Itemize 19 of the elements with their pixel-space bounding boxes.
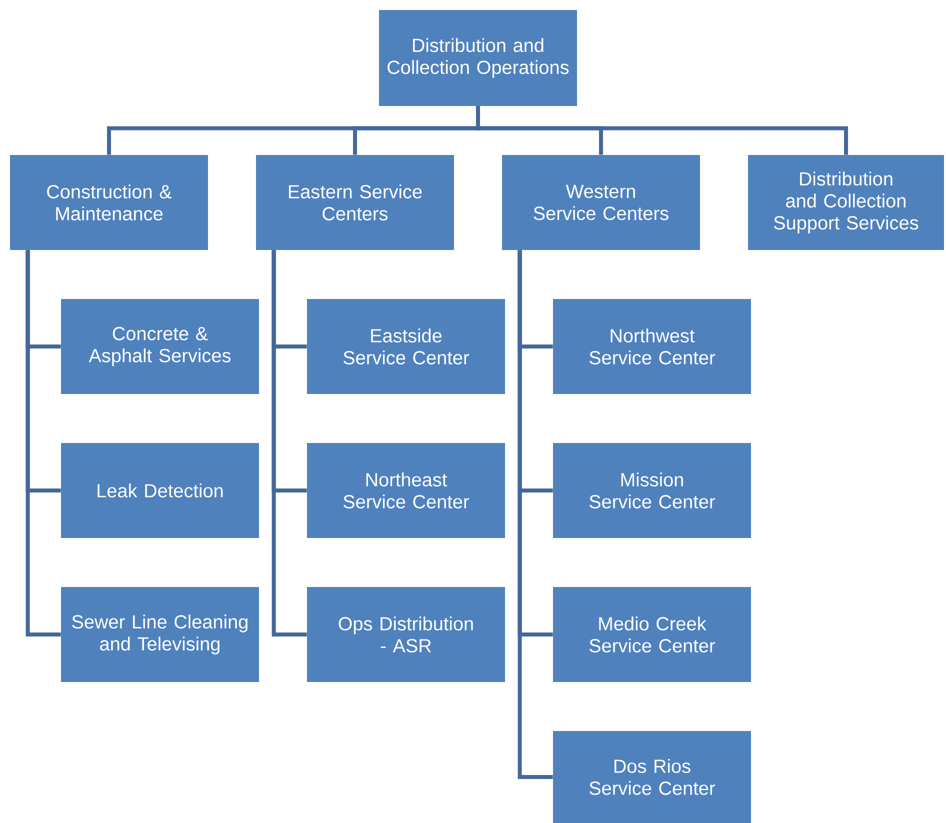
org-box: Distribution and Collection Operations <box>379 10 577 106</box>
org-box: Medio Creek Service Center <box>553 587 751 682</box>
org-box: Sewer Line Cleaning and Televising <box>61 587 259 682</box>
connector-line <box>518 250 553 779</box>
org-box: Northwest Service Center <box>553 299 751 394</box>
org-box: Western Service Centers <box>502 155 700 250</box>
org-box: Northeast Service Center <box>307 443 505 538</box>
org-box: Construction & Maintenance <box>10 155 208 250</box>
org-box: Ops Distribution - ASR <box>307 587 505 682</box>
org-box: Distribution and Collection Support Services <box>748 155 944 250</box>
org-box: Eastside Service Center <box>307 299 505 394</box>
org-box: Leak Detection <box>61 443 259 538</box>
org-box: Concrete & Asphalt Services <box>61 299 259 394</box>
connector-line <box>272 250 307 636</box>
org-box: Mission Service Center <box>553 443 751 538</box>
org-box: Eastern Service Centers <box>256 155 454 250</box>
connector-line <box>476 106 848 155</box>
connector-line <box>26 250 61 636</box>
org-box: Dos Rios Service Center <box>553 731 751 823</box>
